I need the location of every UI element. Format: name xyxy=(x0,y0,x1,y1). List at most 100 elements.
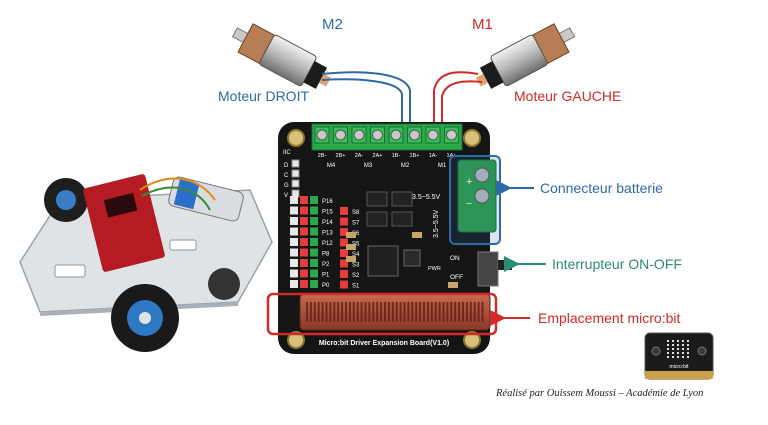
microbit-led xyxy=(682,352,684,354)
header-pin-green xyxy=(310,227,318,236)
slot-tooth xyxy=(450,302,453,322)
terminal-screw xyxy=(390,129,402,141)
slot-tooth xyxy=(462,302,464,322)
terminal-screw xyxy=(427,129,439,141)
slot-tooth xyxy=(337,302,340,322)
io-pin-label: P13 xyxy=(322,231,333,237)
motor-m2-tag: M2 xyxy=(322,16,343,33)
terminal-screw xyxy=(409,129,420,141)
iic-pin-label: V xyxy=(284,193,288,199)
terminal-screw xyxy=(335,129,346,141)
microbit-led xyxy=(672,340,674,342)
microbit-led xyxy=(677,352,679,354)
microbit-led xyxy=(682,348,684,350)
microbit-led xyxy=(672,356,674,358)
microbit-led xyxy=(677,344,679,346)
motor-header-label: M1 xyxy=(438,163,447,169)
servo-pin-label: S3 xyxy=(352,263,360,269)
slot-tooth xyxy=(395,302,398,322)
slot-tooth xyxy=(341,302,344,322)
microbit-led xyxy=(677,340,679,342)
io-pin-label: P16 xyxy=(322,199,333,205)
switch-off-label: OFF xyxy=(450,274,463,281)
header-pin-green xyxy=(310,217,318,225)
iic-pin-label: D xyxy=(284,163,289,169)
header-pin-red xyxy=(300,269,308,278)
slot-tooth xyxy=(403,302,406,322)
io-pin-label: P0 xyxy=(322,283,330,289)
slot-tooth xyxy=(411,302,414,322)
terminal-label: 2B+ xyxy=(336,153,346,159)
switch-label: Interrupteur ON-OFF xyxy=(552,256,682,272)
motor-header-label: M3 xyxy=(364,163,373,169)
terminal-label: 2B- xyxy=(318,153,327,159)
io-pin-label: P2 xyxy=(322,262,330,268)
io-pin-label: P8 xyxy=(322,252,330,258)
slot-tooth xyxy=(446,302,449,322)
servo-pin-red xyxy=(340,280,348,289)
servo-pin-red xyxy=(340,238,348,247)
battery-minus-label: − xyxy=(466,198,472,210)
header-pin-white xyxy=(290,227,298,236)
slot-tooth xyxy=(481,302,484,322)
microbit-led xyxy=(667,356,669,358)
iic-pin xyxy=(291,179,300,188)
microbit-led xyxy=(677,348,679,350)
slot-tooth xyxy=(368,302,371,322)
slot-tooth xyxy=(465,302,468,322)
terminal-label: 1A- xyxy=(429,153,438,159)
servo-pin-label: S4 xyxy=(352,252,360,258)
slot-tooth xyxy=(313,302,316,322)
motor-droit-label: Moteur DROIT xyxy=(218,88,310,104)
header-pin-white xyxy=(290,248,298,257)
header-pin-green xyxy=(310,248,318,257)
microbit-led xyxy=(667,352,669,354)
slot-tooth xyxy=(384,302,386,322)
slot-tooth xyxy=(419,302,422,322)
iic-pin xyxy=(291,159,300,168)
credit-text: Réalisé par Ouissem Moussi – Académie de… xyxy=(496,388,704,399)
microbit-led xyxy=(687,340,689,342)
motor-gauche-image xyxy=(433,23,576,126)
slot-tooth xyxy=(376,302,379,322)
battery-plus-label: + xyxy=(466,176,472,188)
io-pin-label: P12 xyxy=(322,241,333,247)
slot-tooth xyxy=(423,302,425,322)
servo-pin-red xyxy=(340,207,348,215)
terminal-label: 2A+ xyxy=(373,153,383,159)
header-pin-white xyxy=(290,280,298,288)
slot-tooth xyxy=(387,302,390,322)
header-pin-white xyxy=(290,217,298,225)
microbit-led xyxy=(677,356,679,358)
microbit-led xyxy=(682,340,684,342)
slot-tooth xyxy=(458,302,461,322)
microbit-led xyxy=(667,340,669,342)
board-title: Micro:bit Driver Expansion Board(V1.0) xyxy=(319,340,449,347)
motor-gauche-label: Moteur GAUCHE xyxy=(514,88,622,104)
io-pin-label: P14 xyxy=(322,220,333,226)
slot-tooth xyxy=(352,302,355,322)
header-pin-red xyxy=(300,206,308,215)
terminal-label: 1B+ xyxy=(410,153,420,159)
header-pin-red xyxy=(300,217,308,225)
microbit-led xyxy=(672,344,674,346)
header-pin-white xyxy=(290,259,298,267)
slot-tooth xyxy=(356,302,359,322)
servo-pin-red xyxy=(340,217,348,226)
servo-pin-label: S2 xyxy=(352,273,360,279)
battery-connector-label: Connecteur batterie xyxy=(540,180,663,196)
microbit-led xyxy=(687,344,689,346)
microbit-led xyxy=(672,352,674,354)
terminal-screw xyxy=(316,129,328,141)
microbit-led xyxy=(687,356,689,358)
microbit-led xyxy=(687,348,689,350)
slot-tooth xyxy=(442,302,445,322)
slot-tooth xyxy=(438,302,441,322)
slot-tooth xyxy=(430,302,433,322)
terminal-label: 1A+ xyxy=(447,153,457,159)
slot-tooth xyxy=(345,302,347,322)
slot-tooth xyxy=(399,302,402,322)
slot-tooth xyxy=(348,302,351,322)
header-pin-green xyxy=(310,206,318,215)
